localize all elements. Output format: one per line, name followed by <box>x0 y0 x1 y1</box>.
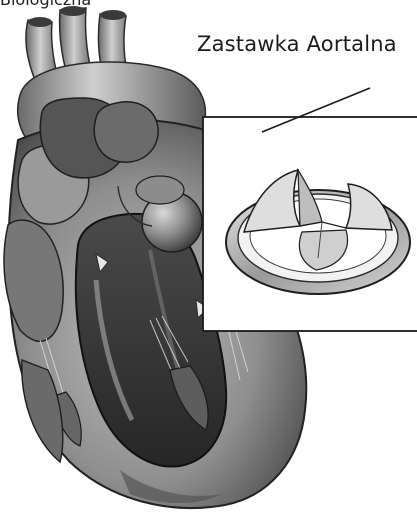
top-caption: Biologiczna <box>0 0 91 9</box>
callout-label: Zastawka Aortalna <box>197 32 397 56</box>
valve-inset <box>203 117 417 331</box>
